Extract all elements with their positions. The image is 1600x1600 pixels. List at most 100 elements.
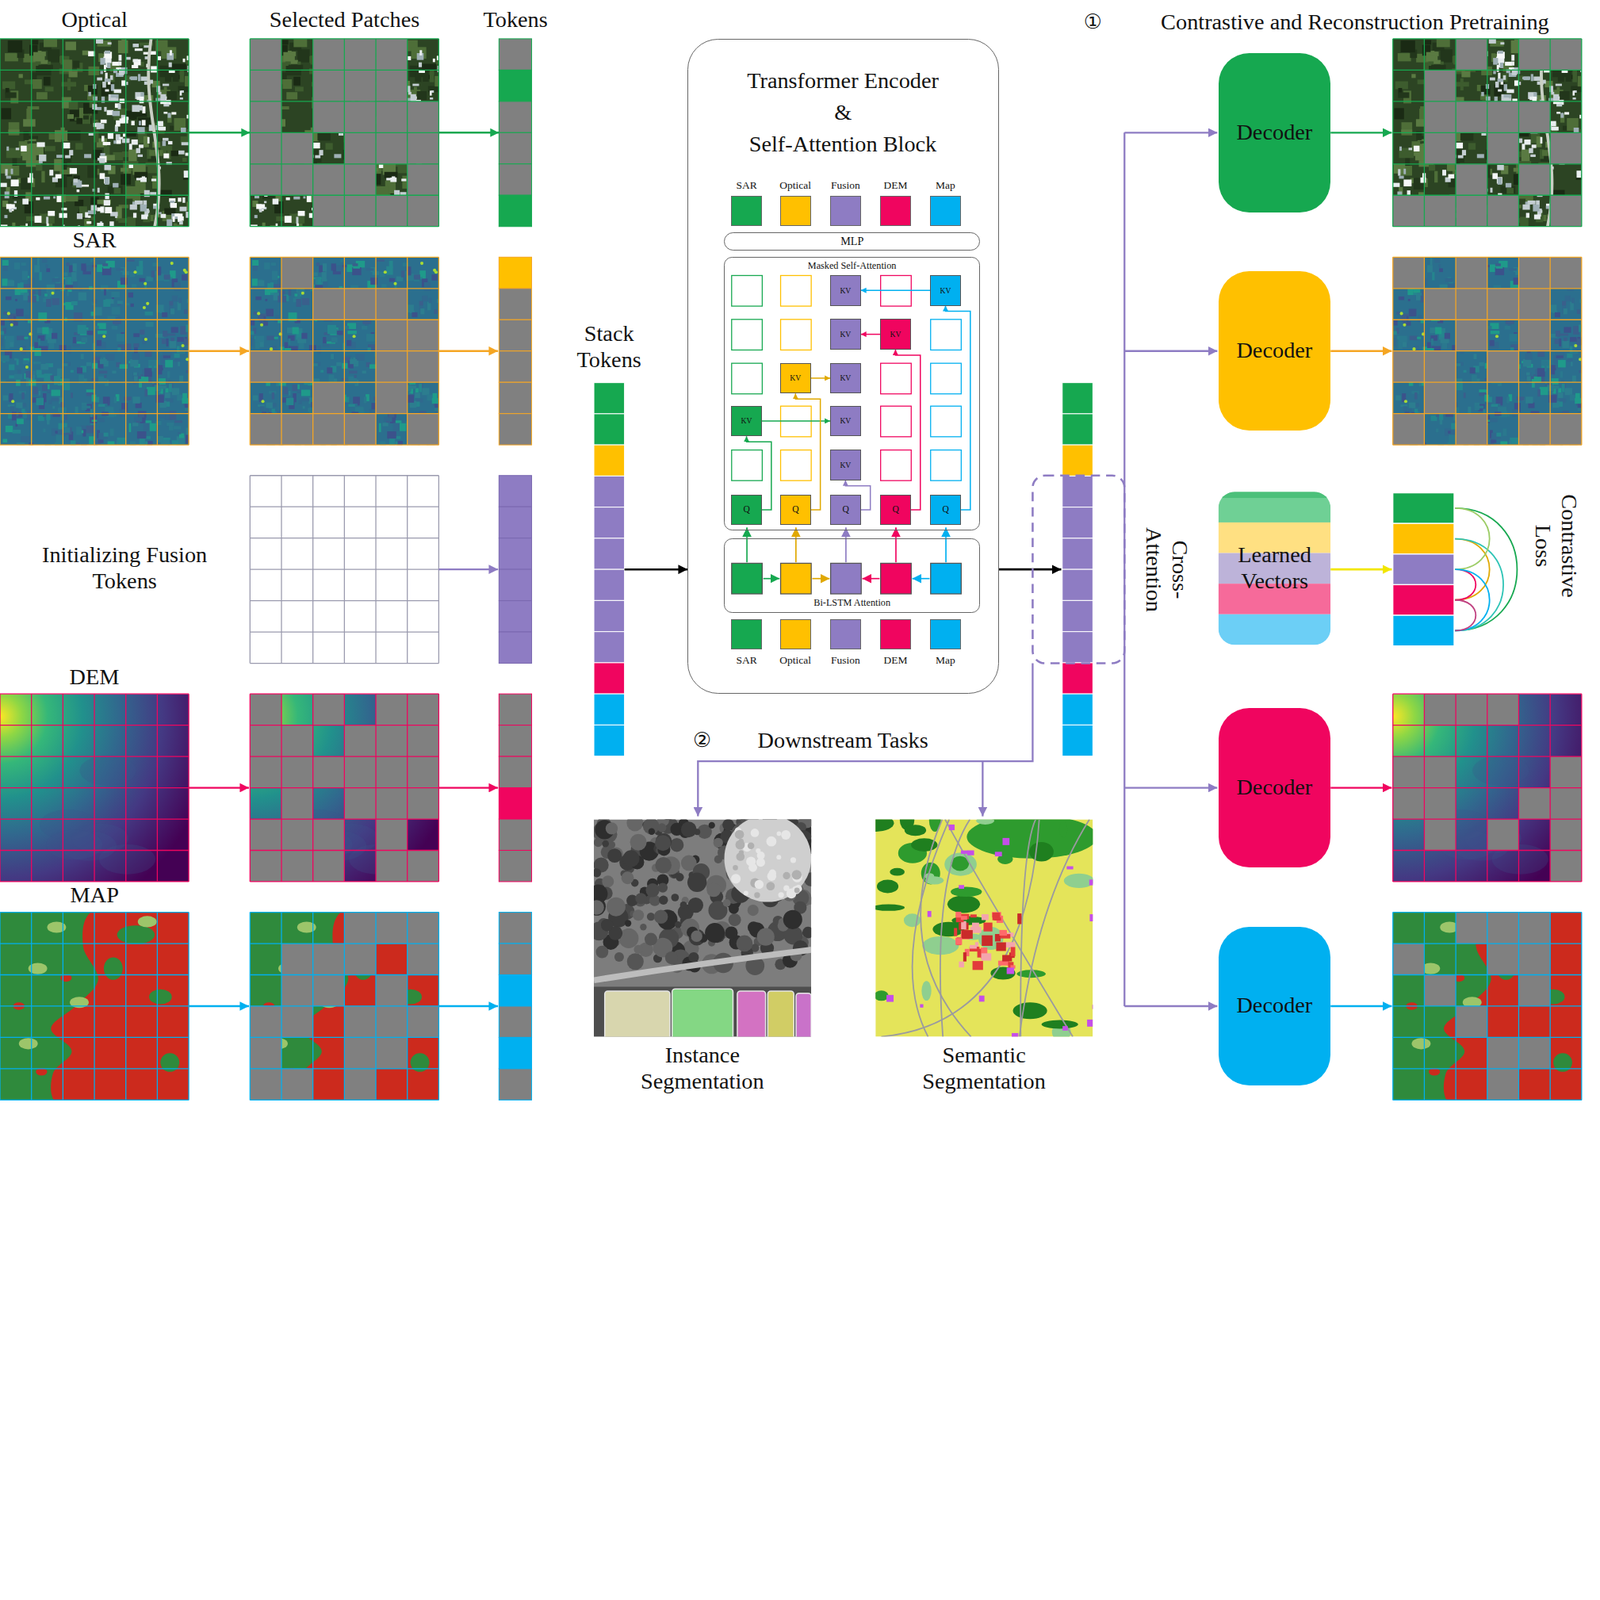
masked-patch <box>407 132 440 164</box>
source-image <box>168 70 176 73</box>
patch-image <box>287 51 296 57</box>
source-image <box>178 86 190 93</box>
source-image <box>76 426 82 436</box>
source-image <box>0 256 189 445</box>
source-image <box>51 398 60 402</box>
source-image <box>4 53 19 62</box>
grid-lines <box>249 163 439 165</box>
masked-patch <box>1423 195 1456 226</box>
source-image <box>125 131 137 138</box>
source-image <box>177 197 181 202</box>
source-image <box>27 295 37 303</box>
patch-image <box>418 62 422 68</box>
source-image <box>33 361 42 364</box>
reconstruction-image <box>1492 70 1496 74</box>
source-image <box>96 77 103 81</box>
source-image <box>168 62 173 68</box>
source-image <box>38 154 46 162</box>
source-image <box>107 42 112 45</box>
reconstruction-image <box>1423 40 1432 46</box>
source-image <box>99 371 108 375</box>
reconstruction-image <box>1497 78 1504 82</box>
reconstruction-image <box>1572 69 1578 83</box>
source-image <box>177 302 181 311</box>
grid-lines <box>1580 38 1582 227</box>
masked-patch <box>1550 38 1582 70</box>
source-image <box>168 112 172 118</box>
masked-patch <box>1487 101 1520 133</box>
source-image <box>130 303 134 307</box>
source-image <box>177 432 181 435</box>
source-image <box>61 207 68 211</box>
source-image <box>139 96 145 104</box>
patch-image <box>256 203 261 209</box>
masked-patch <box>313 164 345 196</box>
source-image <box>101 135 104 142</box>
source-image <box>67 277 72 285</box>
reconstruction-image <box>1560 112 1564 118</box>
source-image <box>145 440 153 445</box>
source-image <box>15 402 23 409</box>
source-image <box>166 91 177 100</box>
reconstruction-image <box>1505 183 1512 188</box>
patch-image <box>293 38 307 47</box>
reconstruction-image <box>1556 103 1562 107</box>
source-image <box>47 49 60 62</box>
source-image <box>179 69 185 83</box>
source-image <box>86 265 94 272</box>
source-image <box>9 341 14 347</box>
source-image <box>54 130 62 142</box>
grid-lines <box>1393 225 1582 227</box>
source-image <box>173 282 180 291</box>
source-image <box>133 333 140 337</box>
reconstruction-image <box>1468 142 1476 150</box>
source-image <box>87 165 97 179</box>
masked-patch <box>344 132 376 164</box>
token-cells <box>498 101 532 133</box>
source-image <box>91 311 95 316</box>
reconstruction-image <box>1559 91 1570 100</box>
source-image <box>91 378 96 381</box>
masked-patch <box>313 101 345 133</box>
source-image <box>4 91 16 98</box>
source-image <box>118 54 122 61</box>
source-image <box>109 73 115 83</box>
source-image <box>114 396 117 403</box>
source-image <box>42 384 48 391</box>
source-image <box>138 413 145 418</box>
source-image <box>107 398 111 406</box>
reconstruction-image <box>1495 81 1500 88</box>
reconstruction-image <box>1448 174 1455 179</box>
source-image <box>16 336 25 341</box>
source-image <box>52 298 60 306</box>
source-image <box>72 61 80 69</box>
source-image <box>166 422 174 426</box>
source-image <box>107 441 115 446</box>
source-image <box>134 200 143 205</box>
source-image <box>172 440 180 445</box>
masked-patch <box>249 38 282 70</box>
source-image <box>92 96 98 101</box>
patch-image <box>428 86 440 93</box>
patch-image <box>297 49 310 62</box>
reconstruction-image <box>1497 89 1502 92</box>
patch-image <box>407 56 412 61</box>
patch-image <box>293 76 301 86</box>
source-image <box>136 148 141 154</box>
source-image <box>141 76 149 81</box>
source-image <box>114 126 119 131</box>
masked-patch <box>281 164 314 196</box>
reconstruction-image <box>1400 40 1416 53</box>
source-image <box>151 178 157 181</box>
source-image <box>62 142 70 149</box>
source-image <box>111 94 119 98</box>
source-image <box>2 394 8 401</box>
source-image <box>97 440 104 444</box>
patch-image <box>418 70 425 73</box>
source-image <box>80 353 85 360</box>
source-image <box>96 222 104 227</box>
masked-patch <box>1487 132 1520 164</box>
source-image <box>14 201 17 204</box>
masked-patch <box>249 132 282 164</box>
masked-patch <box>344 101 376 133</box>
